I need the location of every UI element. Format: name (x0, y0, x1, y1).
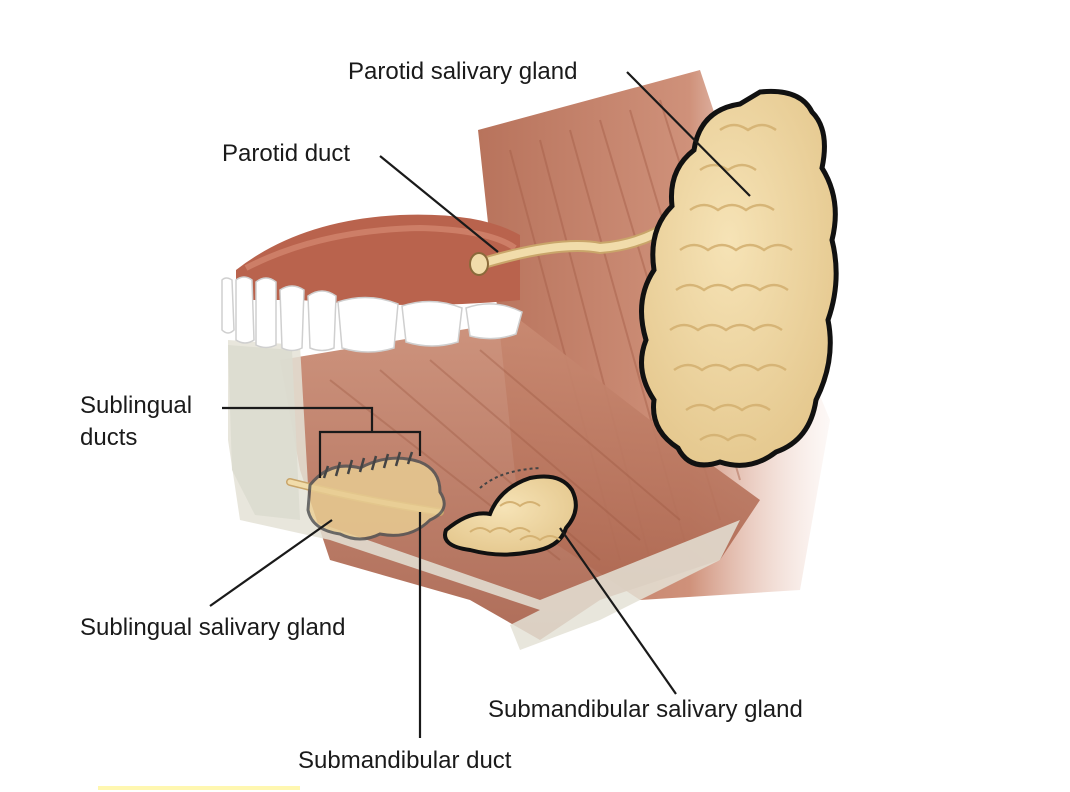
submandibular-gland (443, 474, 578, 557)
teeth (221, 276, 523, 353)
label-sublingual-salivary-gland: Sublingual salivary gland (80, 614, 346, 641)
label-parotid-duct: Parotid duct (222, 140, 351, 167)
mandible-bone (228, 340, 740, 650)
mandible-front (228, 345, 300, 520)
label-sublingual-ducts-line2: ducts (80, 424, 138, 451)
label-parotid-salivary-gland: Parotid salivary gland (348, 58, 578, 85)
upper-gum (236, 214, 520, 305)
highlight-mark (98, 786, 300, 790)
parotid-gland (639, 88, 839, 468)
label-sublingual-ducts-line1: Sublingual (80, 392, 193, 419)
sublingual-ducts-shape (322, 451, 414, 479)
sublingual-gland (306, 456, 446, 541)
jaw-fibers (329, 349, 681, 561)
label-submandibular-duct: Submandibular duct (298, 747, 512, 774)
label-submandibular-salivary-gland: Submandibular salivary gland (488, 696, 803, 723)
leader-lines (209, 71, 751, 738)
label-sublingual-ducts: Sublingual ducts (80, 390, 240, 454)
parotid-gland-texture (669, 123, 793, 442)
